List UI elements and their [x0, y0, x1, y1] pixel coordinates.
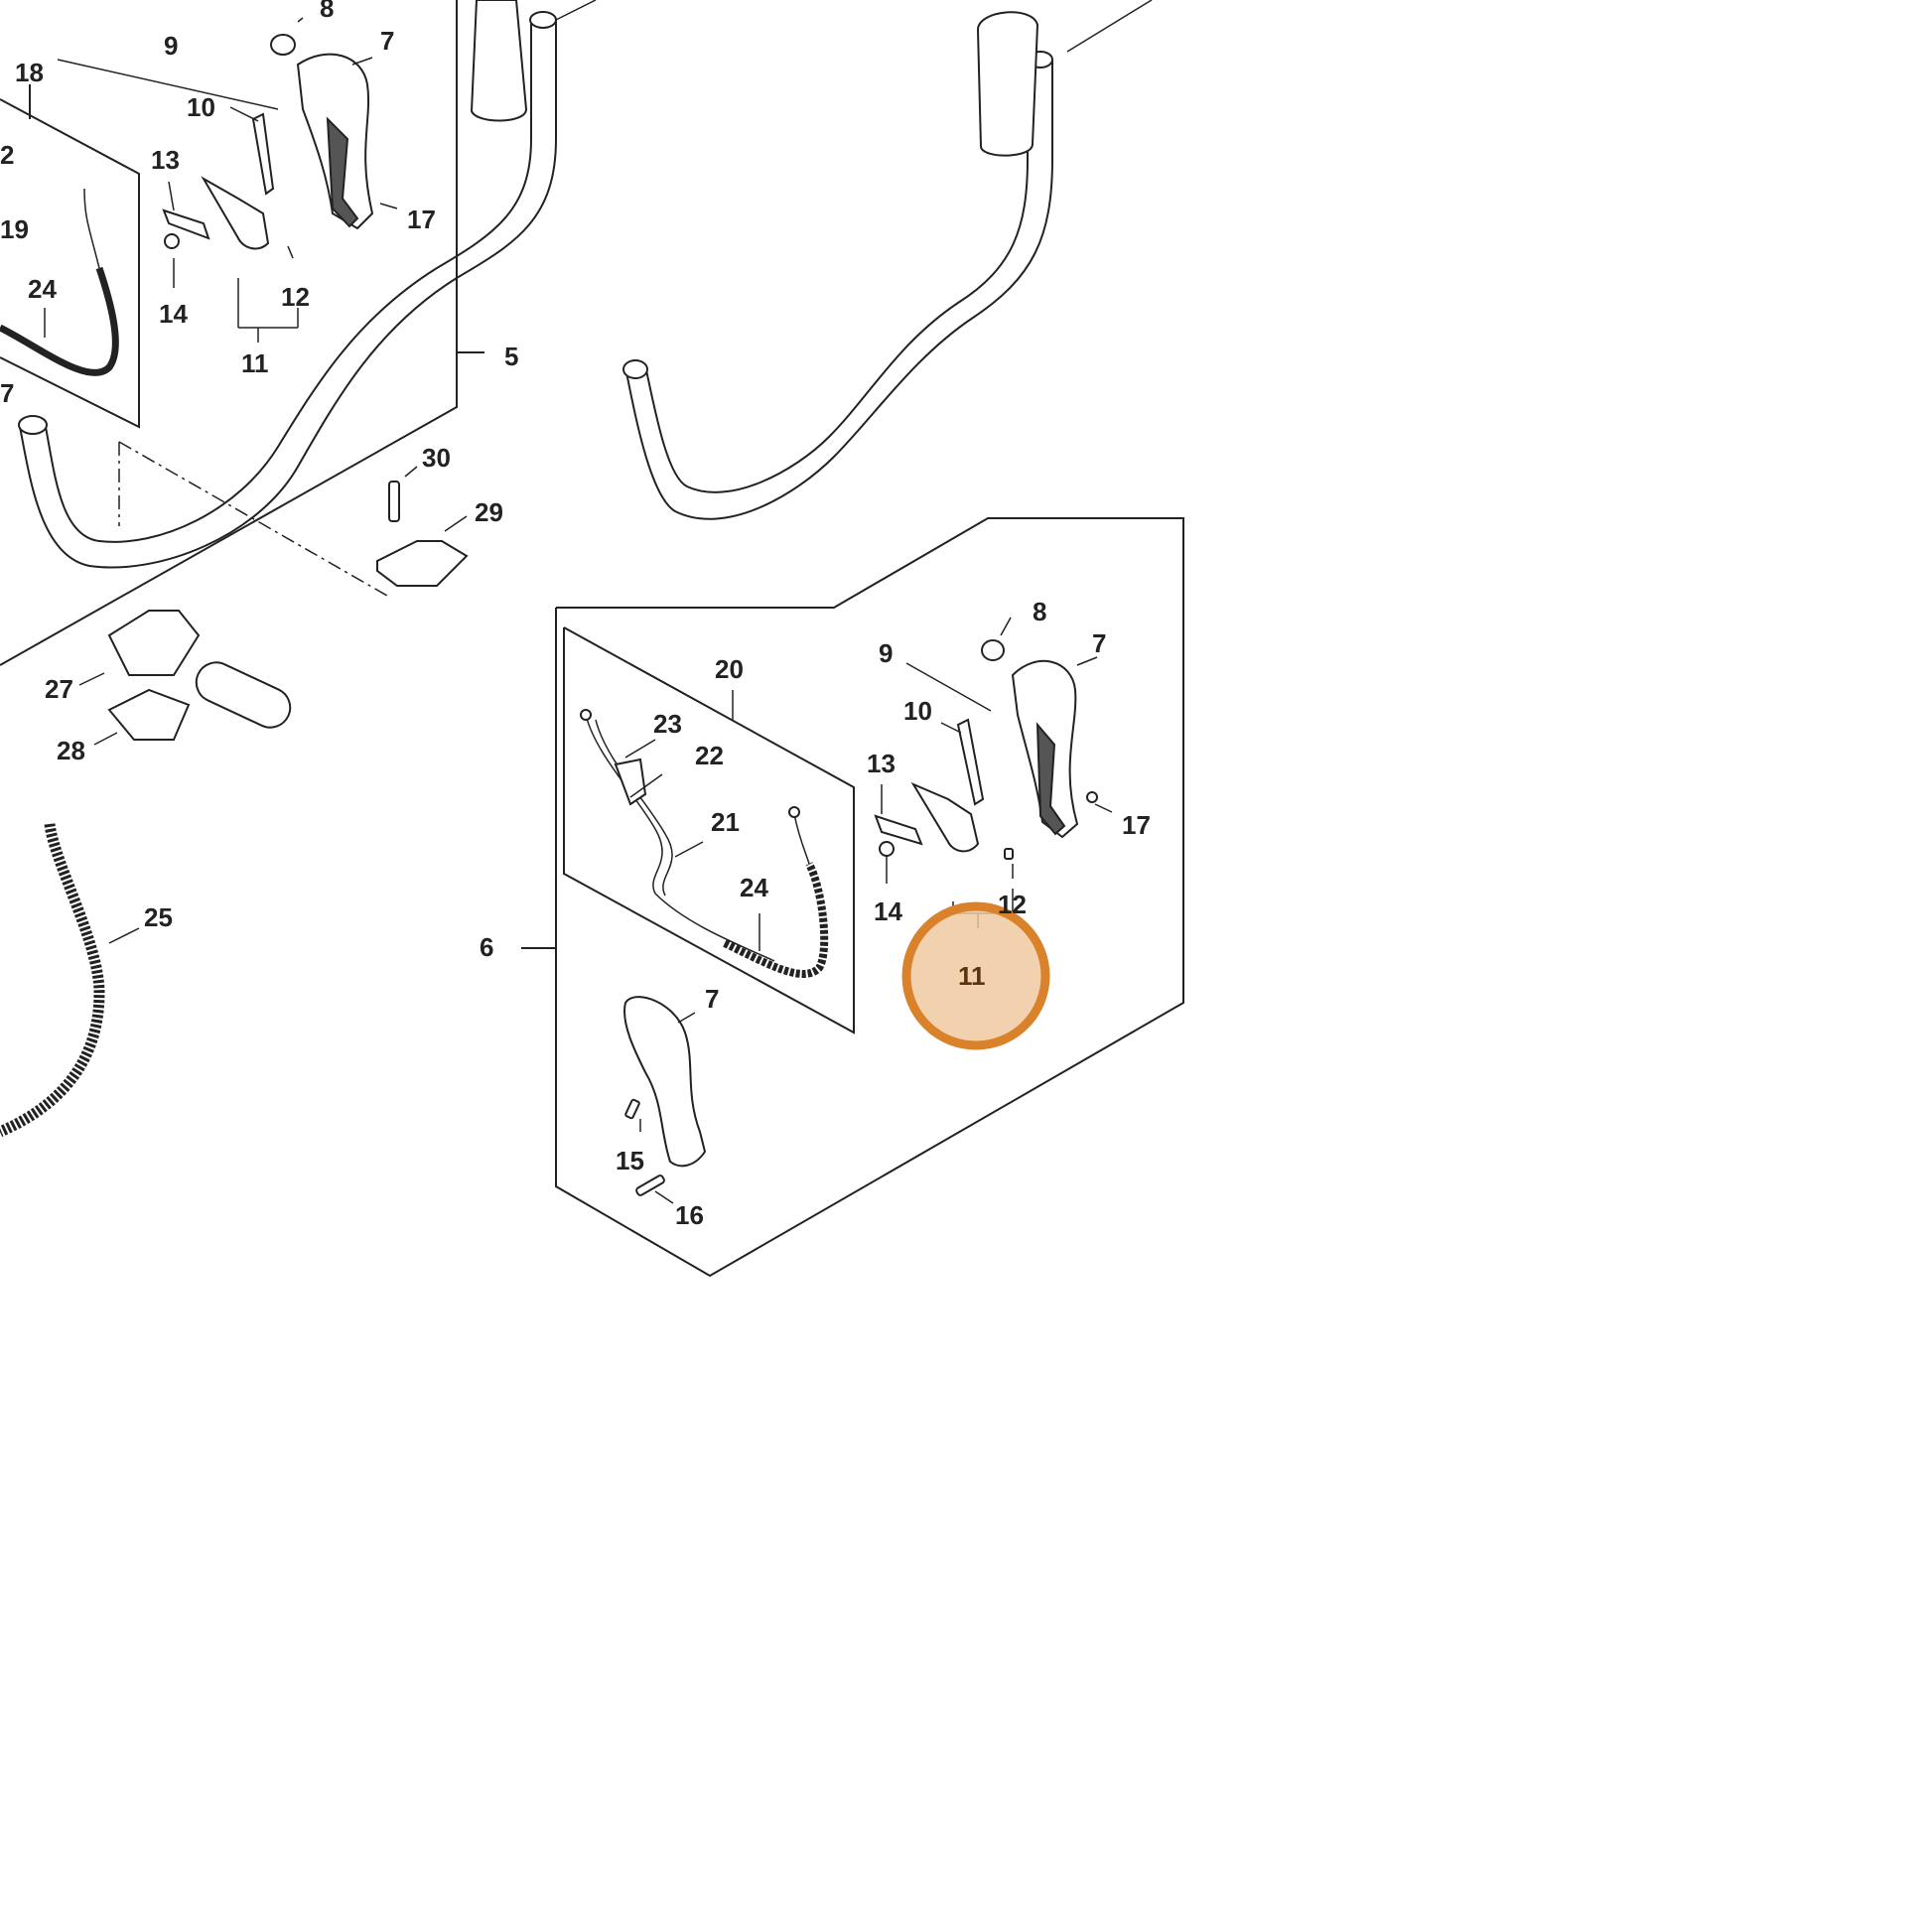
callout-lower-17[interactable]: 17: [1122, 810, 1151, 840]
callout-upper-10[interactable]: 10: [187, 92, 215, 122]
callout-labels: 8 9 7 18 2 10 13 19 17 24 14 12 11 5 7 3…: [0, 0, 1151, 1230]
callout-upper-12[interactable]: 12: [281, 282, 310, 312]
callout-lower-10[interactable]: 10: [903, 696, 932, 726]
callout-upper-7[interactable]: 7: [380, 26, 394, 56]
callout-lower-13[interactable]: 13: [867, 749, 896, 778]
callout-lower-24[interactable]: 24: [740, 873, 768, 902]
upper-group-5: [0, 0, 597, 666]
callout-lower-8[interactable]: 8: [1033, 597, 1046, 626]
highlight-marker[interactable]: [901, 901, 1050, 1050]
callout-lower-21[interactable]: 21: [711, 807, 740, 837]
callout-27[interactable]: 27: [45, 674, 73, 704]
callout-lower-12[interactable]: 12: [998, 890, 1027, 919]
callout-upper-9[interactable]: 9: [164, 31, 178, 61]
callout-lower-14[interactable]: 14: [874, 897, 902, 926]
callout-lower-11[interactable]: 11: [958, 961, 986, 991]
callout-upper-17[interactable]: 17: [407, 205, 436, 234]
callout-lower-7b[interactable]: 7: [705, 984, 719, 1014]
callout-upper-24[interactable]: 24: [28, 274, 57, 304]
callout-lower-7[interactable]: 7: [1092, 628, 1106, 658]
callout-lower-16[interactable]: 16: [675, 1200, 704, 1230]
callout-29[interactable]: 29: [475, 497, 503, 527]
callout-upper-19[interactable]: 19: [0, 214, 29, 244]
callout-upper-2[interactable]: 2: [0, 140, 14, 170]
lower-group-6: [521, 517, 1184, 1278]
callout-upper-11[interactable]: 11: [241, 348, 269, 378]
callout-upper-13[interactable]: 13: [151, 145, 180, 175]
callout-upper-14[interactable]: 14: [159, 299, 188, 329]
callout-lower-6[interactable]: 6: [480, 932, 493, 962]
callout-lower-9[interactable]: 9: [879, 638, 893, 668]
clamp-parts: [0, 466, 469, 1138]
callout-upper-18[interactable]: 18: [15, 58, 44, 87]
callout-lower-23[interactable]: 23: [653, 709, 682, 739]
callout-lower-20[interactable]: 20: [715, 654, 744, 684]
callout-upper-edge-7[interactable]: 7: [0, 378, 14, 408]
callout-lower-22[interactable]: 22: [695, 741, 724, 770]
callout-upper-8[interactable]: 8: [320, 0, 334, 23]
callout-upper-5[interactable]: 5: [504, 342, 518, 371]
callout-28[interactable]: 28: [57, 736, 85, 765]
callout-30[interactable]: 30: [422, 443, 451, 473]
callout-lower-15[interactable]: 15: [616, 1146, 644, 1175]
upper-right-handlebar: [622, 0, 1153, 520]
callout-25[interactable]: 25: [144, 902, 173, 932]
